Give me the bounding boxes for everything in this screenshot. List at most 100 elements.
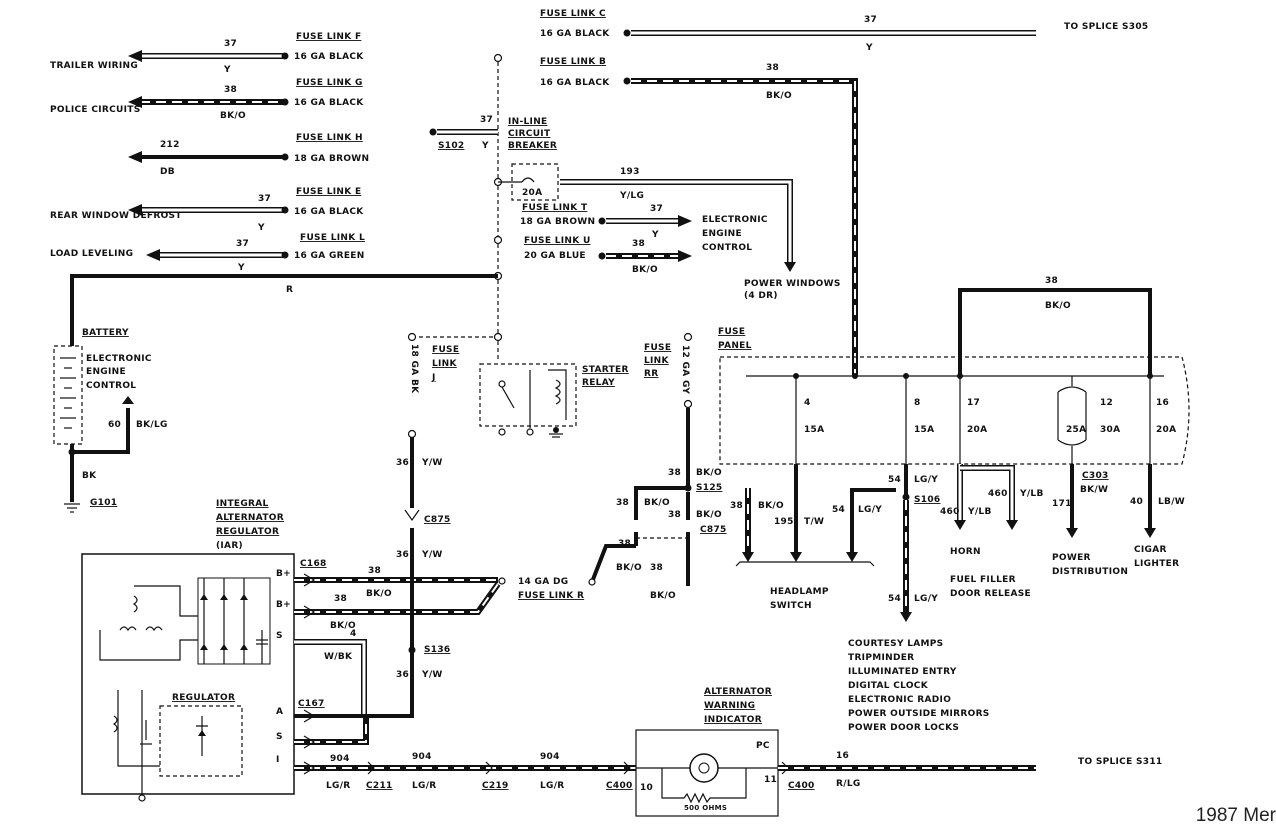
svg-text:STARTER: STARTER xyxy=(582,365,629,375)
fuse-link-name: FUSE LINK B xyxy=(540,57,606,67)
svg-text:460: 460 xyxy=(988,489,1008,499)
svg-text:40: 40 xyxy=(1130,497,1143,507)
eec-label-top: ELECTRONIC ENGINE CONTROL xyxy=(702,215,768,253)
svg-text:4: 4 xyxy=(804,398,811,408)
fuse-link-name: FUSE LINK H xyxy=(296,133,363,143)
svg-text:30A: 30A xyxy=(1100,425,1120,435)
svg-text:BK/O: BK/O xyxy=(650,591,676,601)
svg-text:FUEL FILLER: FUEL FILLER xyxy=(950,575,1016,585)
svg-text:20A: 20A xyxy=(1156,425,1176,435)
battery-title: BATTERY xyxy=(82,328,129,338)
svg-text:PANEL: PANEL xyxy=(718,341,752,351)
svg-text:INTEGRAL: INTEGRAL xyxy=(216,499,269,509)
svg-text:54: 54 xyxy=(888,594,901,604)
svg-text:ENGINE: ENGINE xyxy=(86,367,126,377)
svg-text:LINK: LINK xyxy=(644,356,670,366)
svg-text:(IAR): (IAR) xyxy=(216,541,243,551)
svg-text:ENGINE: ENGINE xyxy=(702,229,742,239)
circuit-number: 38 xyxy=(632,239,645,249)
svg-text:INDICATOR: INDICATOR xyxy=(704,715,762,725)
breaker-title-2: CIRCUIT xyxy=(508,129,551,139)
svg-text:TRIPMINDER: TRIPMINDER xyxy=(848,653,914,663)
wire-color: BK xyxy=(82,471,97,481)
breaker-rating: 20A xyxy=(522,188,542,198)
svg-text:38: 38 xyxy=(368,566,381,576)
battery-icon xyxy=(60,357,76,429)
wire-color: BK/O xyxy=(766,91,792,101)
splice-s106-group: 54 LG/Y S106 54 LG/Y xyxy=(888,464,940,622)
svg-text:ALTERNATOR: ALTERNATOR xyxy=(704,687,772,697)
wire-color: Y xyxy=(865,43,873,53)
alternator-group: INTEGRAL ALTERNATOR REGULATOR (IAR) xyxy=(81,499,295,802)
svg-text:11: 11 xyxy=(764,775,777,785)
breaker-title-3: BREAKER xyxy=(508,141,557,151)
svg-text:Y/LB: Y/LB xyxy=(967,507,992,517)
svg-text:20A: 20A xyxy=(967,425,987,435)
fuse-link-gauge: 16 GA BLACK xyxy=(294,98,364,108)
ground-icon xyxy=(64,503,80,513)
bulb-icon xyxy=(689,753,719,783)
rectifier-icon xyxy=(197,577,271,665)
svg-text:195: 195 xyxy=(774,517,794,527)
headlamp-switch-group: 38 BK/O 195 T/W 54 LG/Y HEADLAMP SWITCH xyxy=(730,464,896,611)
svg-text:17: 17 xyxy=(967,398,980,408)
wire-color: BK/LG xyxy=(136,420,168,430)
regulator-box: REGULATOR xyxy=(112,690,243,802)
svg-text:S136: S136 xyxy=(424,645,450,655)
svg-text:DISTRIBUTION: DISTRIBUTION xyxy=(1052,567,1128,577)
svg-text:W/BK: W/BK xyxy=(324,652,353,662)
wire-color: Y/LG xyxy=(619,191,644,201)
fuse-link-gauge: 16 GA BLACK xyxy=(540,78,610,88)
svg-text:S: S xyxy=(276,732,283,742)
circuit-number: 37 xyxy=(650,204,663,214)
svg-text:LG/R: LG/R xyxy=(540,781,565,791)
fuse-link-u-group: FUSE LINK U 20 GA BLUE 38 BK/O xyxy=(524,236,692,275)
svg-text:C168: C168 xyxy=(300,559,327,569)
stator-icon xyxy=(99,585,198,661)
svg-text:12: 12 xyxy=(1100,398,1113,408)
svg-text:38: 38 xyxy=(650,563,663,573)
fuse-link-gauge: 18 GA BROWN xyxy=(294,154,369,164)
breaker-title-1: IN-LINE xyxy=(508,117,547,127)
courtesy-list: COURTESY LAMPS TRIPMINDER ILLUMINATED EN… xyxy=(848,639,989,733)
svg-text:460: 460 xyxy=(940,507,960,517)
svg-text:14 GA DG: 14 GA DG xyxy=(518,577,568,587)
svg-text:FUSE: FUSE xyxy=(718,327,745,337)
svg-text:S125: S125 xyxy=(696,483,722,493)
svg-text:RR: RR xyxy=(644,369,658,379)
svg-text:Y/LB: Y/LB xyxy=(1019,489,1044,499)
starter-relay: STARTER RELAY xyxy=(479,363,629,438)
wire-color: R xyxy=(286,285,293,295)
svg-text:B+: B+ xyxy=(276,600,291,610)
svg-text:15A: 15A xyxy=(914,425,934,435)
svg-text:S: S xyxy=(276,631,283,641)
svg-text:Y/W: Y/W xyxy=(421,670,443,680)
svg-text:C219: C219 xyxy=(482,781,509,791)
svg-text:ALTERNATOR: ALTERNATOR xyxy=(216,513,284,523)
svg-text:10: 10 xyxy=(640,783,653,793)
fuse-link-rr-group: FUSE LINK RR 12 GA GY xyxy=(644,332,693,488)
power-distribution-group: C303 171 BK/W POWER DISTRIBUTION xyxy=(1052,464,1128,577)
svg-text:C400: C400 xyxy=(606,781,633,791)
svg-text:HORN: HORN xyxy=(950,547,981,557)
wire-color: BK/O xyxy=(220,111,246,121)
fuse-link-name: FUSE LINK F xyxy=(296,32,361,42)
svg-text:COURTESY LAMPS: COURTESY LAMPS xyxy=(848,639,943,649)
wire-color: Y xyxy=(223,65,231,75)
destination-label: TO SPLICE S305 xyxy=(1064,22,1148,32)
svg-text:BK/O: BK/O xyxy=(366,589,392,599)
svg-text:LB/W: LB/W xyxy=(1158,497,1185,507)
fuse-link-j-group: 18 GA BK FUSE LINK J xyxy=(409,344,459,394)
fuel-filler-group: 460 Y/LB FUEL FILLER DOOR RELEASE xyxy=(950,465,1044,599)
destination-label: (4 DR) xyxy=(744,291,778,301)
wire-color: Y xyxy=(481,141,489,151)
fuse-link-g-group: 38 BK/O FUSE LINK G 16 GA BLACK POLICE C… xyxy=(50,78,364,121)
svg-text:LG/Y: LG/Y xyxy=(914,594,938,604)
svg-text:54: 54 xyxy=(888,475,901,485)
svg-text:500 OHMS: 500 OHMS xyxy=(684,804,727,812)
svg-text:TO SPLICE S311: TO SPLICE S311 xyxy=(1078,757,1162,767)
wire-color: Y xyxy=(651,230,659,240)
svg-text:4: 4 xyxy=(350,629,357,639)
circuit-number: 60 xyxy=(108,420,121,430)
